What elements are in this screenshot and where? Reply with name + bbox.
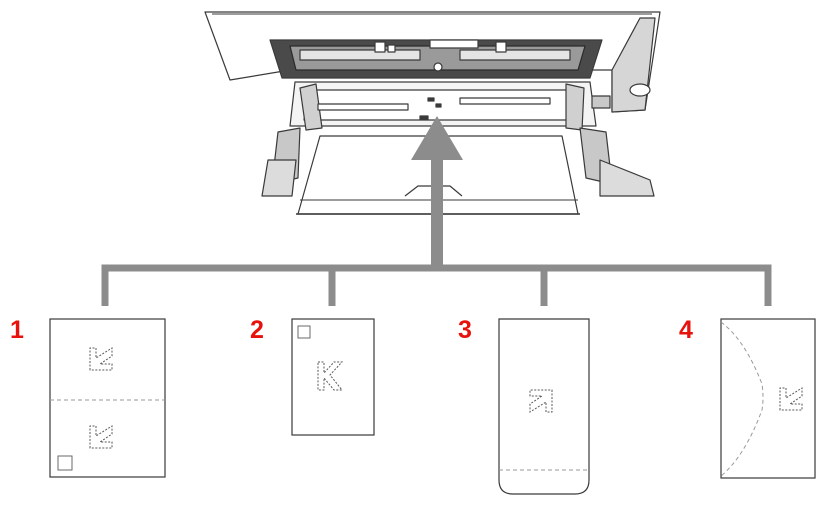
paper-sheet-2 <box>291 318 375 436</box>
dashed-k-mark <box>317 361 344 391</box>
insert-direction-arrow <box>411 116 463 268</box>
dashed-k-mark <box>779 387 803 411</box>
callout-number-3: 3 <box>458 316 472 344</box>
callout-number-2: 2 <box>250 316 264 344</box>
dashed-k-mark <box>529 389 553 413</box>
envelope-3 <box>498 318 590 495</box>
envelope-4 <box>720 318 816 479</box>
printer-illustration <box>204 11 661 215</box>
paper-sheet-1 <box>49 318 166 478</box>
connector-lines <box>101 264 772 306</box>
dashed-k-mark <box>89 347 113 449</box>
callout-number-4: 4 <box>679 316 693 344</box>
callout-number-1: 1 <box>10 316 24 344</box>
